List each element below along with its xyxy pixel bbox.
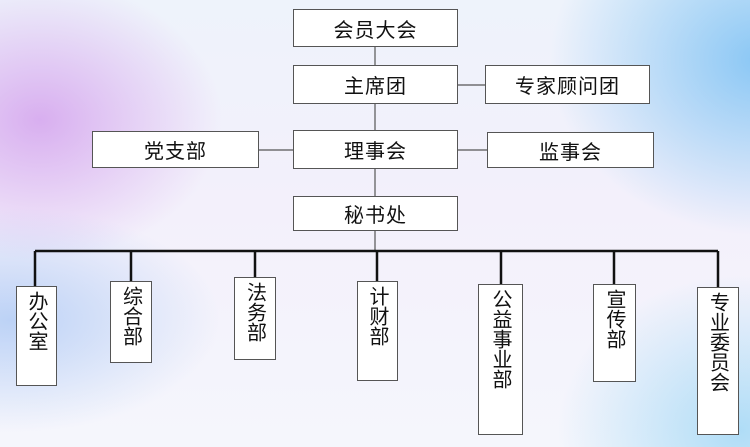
dept-finance-box: 计财部 — [357, 281, 398, 381]
dept-general-box: 综合部 — [110, 281, 152, 363]
secretariat-box: 秘书处 — [293, 196, 458, 231]
supervisors-box: 监事会 — [487, 132, 654, 168]
experts-box: 专家顾问团 — [485, 65, 650, 104]
dept-legal-box: 法务部 — [234, 277, 276, 360]
dept-welfare-box: 公益事业部 — [478, 284, 523, 435]
chair-box: 主席团 — [293, 65, 458, 104]
council-box: 理事会 — [293, 130, 458, 169]
dept-office-box: 办公室 — [16, 286, 57, 386]
dept-committee-box: 专业委员会 — [697, 287, 739, 435]
assembly-box: 会员大会 — [293, 9, 458, 47]
party-box: 党支部 — [92, 131, 259, 168]
dept-publicity-box: 宣传部 — [593, 284, 636, 382]
